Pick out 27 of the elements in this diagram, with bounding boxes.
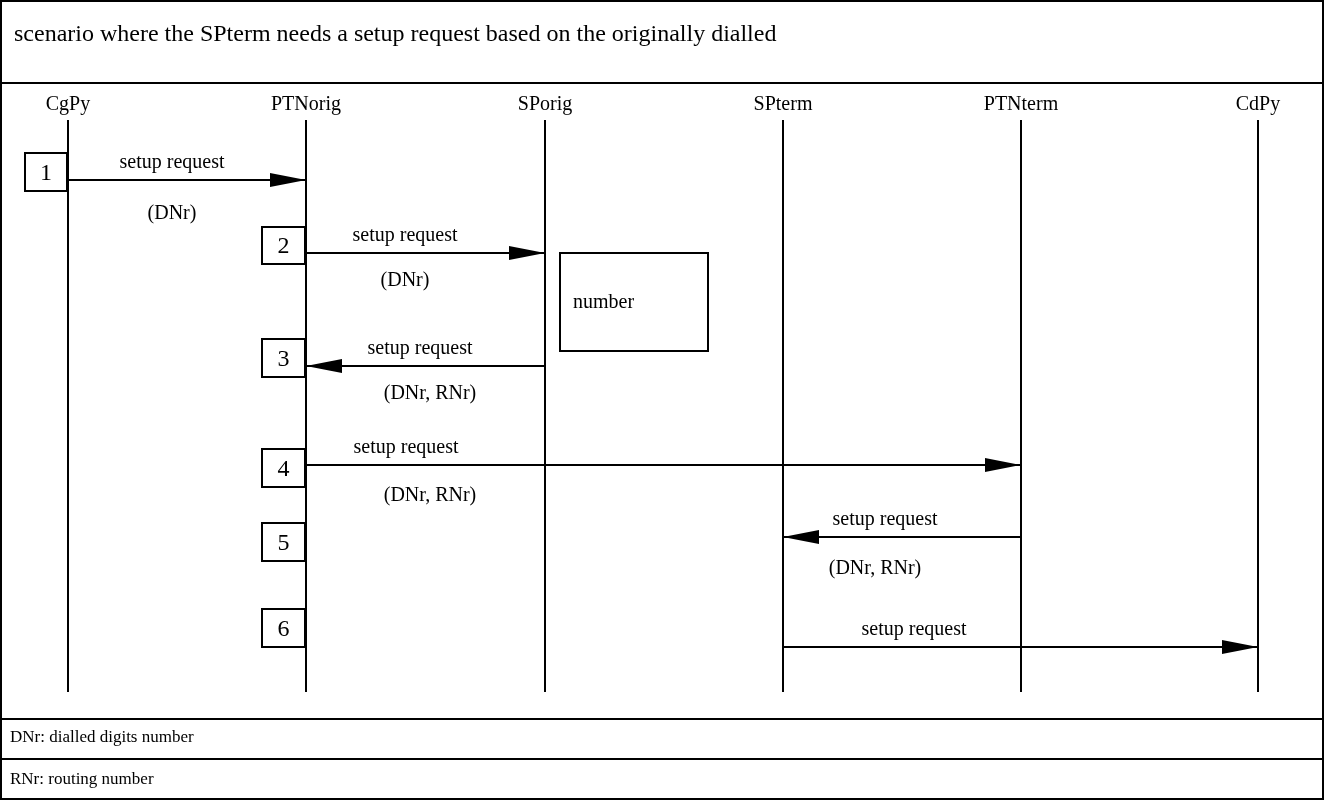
- message-parameters: (DNr): [147, 201, 197, 223]
- step-number: 2: [261, 226, 306, 265]
- message-parameters: (DNr): [380, 268, 430, 290]
- arrow: [67, 173, 307, 187]
- arrow: [782, 640, 1259, 654]
- lifeline-label: PTNorig: [270, 92, 342, 114]
- arrow: [305, 359, 546, 373]
- lifeline-label: CdPy: [1234, 92, 1282, 114]
- arrow: [305, 246, 546, 260]
- lifeline-label: SPterm: [752, 92, 814, 114]
- lifeline-label: CgPy: [44, 92, 92, 114]
- step-number: 3: [261, 338, 306, 378]
- arrow: [305, 458, 1022, 472]
- step-number: 5: [261, 522, 306, 562]
- message-parameters: (DNr, RNr): [383, 381, 477, 403]
- step-number: 6: [261, 608, 306, 648]
- lifeline-label: PTNterm: [982, 92, 1060, 114]
- step-number: 4: [261, 448, 306, 488]
- arrow: [782, 530, 1022, 544]
- footnote: RNr: routing number: [10, 769, 154, 789]
- message-parameters: (DNr, RNr): [828, 556, 922, 578]
- lifeline-label: SPorig: [516, 92, 574, 114]
- step-number: 1: [24, 152, 68, 192]
- diagram-title: scenario where the SPterm needs a setup request based on the originally dialled: [14, 20, 777, 47]
- message-parameters: (DNr, RNr): [383, 483, 477, 505]
- note-box: number: [559, 252, 709, 352]
- footnote: DNr: dialled digits number: [10, 727, 194, 747]
